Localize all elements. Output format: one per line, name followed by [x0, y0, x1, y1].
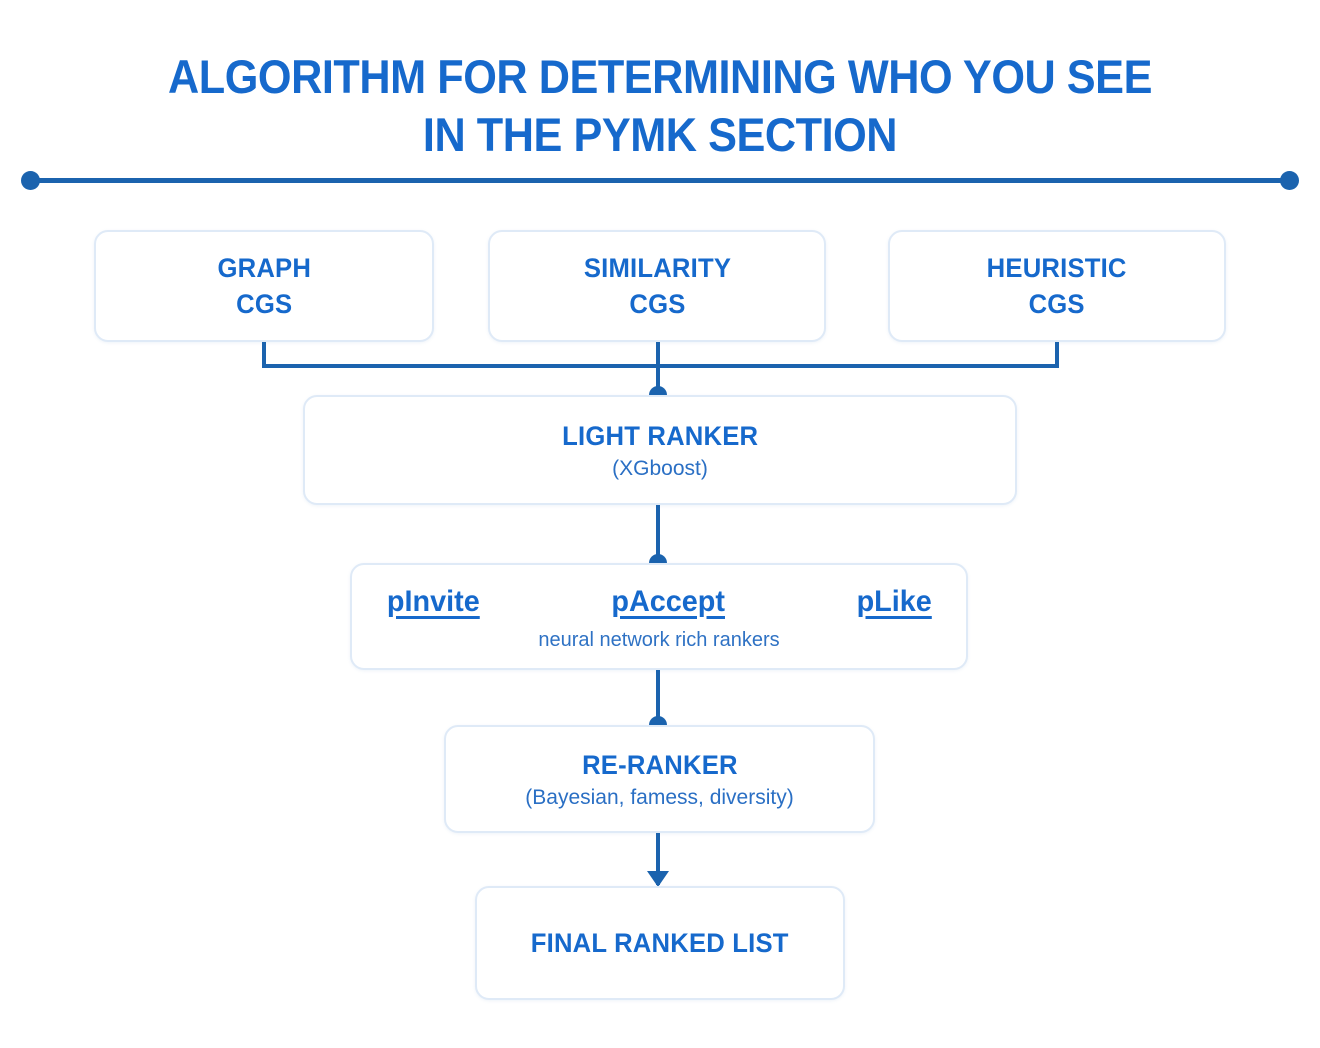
connector-graph-to-bus [262, 342, 266, 366]
node-graph-cgs-title: GRAPH CGS [217, 253, 311, 319]
ranker-term-pinvite[interactable]: pInvite [386, 584, 480, 618]
rich-rankers-term-row: pInvite pAccept pLike [385, 583, 933, 621]
divider-dot-left-icon [21, 171, 40, 190]
node-re-ranker-subtitle: (Bayesian, famess, diversity) [525, 786, 794, 809]
connector-rich-rankers-to-re-ranker [656, 670, 660, 729]
connector-bus-to-light-ranker [656, 364, 660, 399]
connector-re-ranker-to-final-list [656, 833, 660, 885]
divider-dot-right-icon [1280, 171, 1299, 190]
connector-bus-horizontal [262, 364, 1059, 368]
node-re-ranker-title: RE-RANKER [581, 750, 738, 780]
rich-rankers-caption: neural network rich rankers [538, 628, 780, 651]
node-final-ranked-list[interactable]: FINAL RANKED LIST [475, 886, 845, 1000]
node-light-ranker-subtitle: (XGboost) [612, 457, 708, 480]
node-similarity-cgs[interactable]: SIMILARITY CGS [488, 230, 826, 342]
ranker-term-paccept[interactable]: pAccept [611, 584, 725, 618]
node-graph-cgs[interactable]: GRAPH CGS [94, 230, 434, 342]
node-light-ranker-title: LIGHT RANKER [561, 421, 759, 451]
node-heuristic-cgs[interactable]: HEURISTIC CGS [888, 230, 1226, 342]
node-rich-rankers[interactable]: pInvite pAccept pLike neural network ric… [350, 563, 968, 670]
connector-light-ranker-to-rich-rankers [656, 505, 660, 567]
ranker-term-plike[interactable]: pLike [856, 584, 932, 618]
connector-heuristic-to-bus [1055, 342, 1059, 366]
node-final-ranked-list-title: FINAL RANKED LIST [531, 928, 789, 958]
node-re-ranker[interactable]: RE-RANKER (Bayesian, famess, diversity) [444, 725, 875, 833]
node-similarity-cgs-title: SIMILARITY CGS [583, 253, 731, 319]
page-title: ALGORITHM FOR DETERMINING WHO YOU SEE IN… [168, 50, 1152, 161]
node-light-ranker[interactable]: LIGHT RANKER (XGboost) [303, 395, 1017, 505]
title-divider [21, 171, 1299, 190]
connector-arrowhead-final-list-icon [647, 871, 669, 887]
connector-similarity-to-bus [656, 342, 660, 366]
node-heuristic-cgs-title: HEURISTIC CGS [987, 253, 1127, 319]
